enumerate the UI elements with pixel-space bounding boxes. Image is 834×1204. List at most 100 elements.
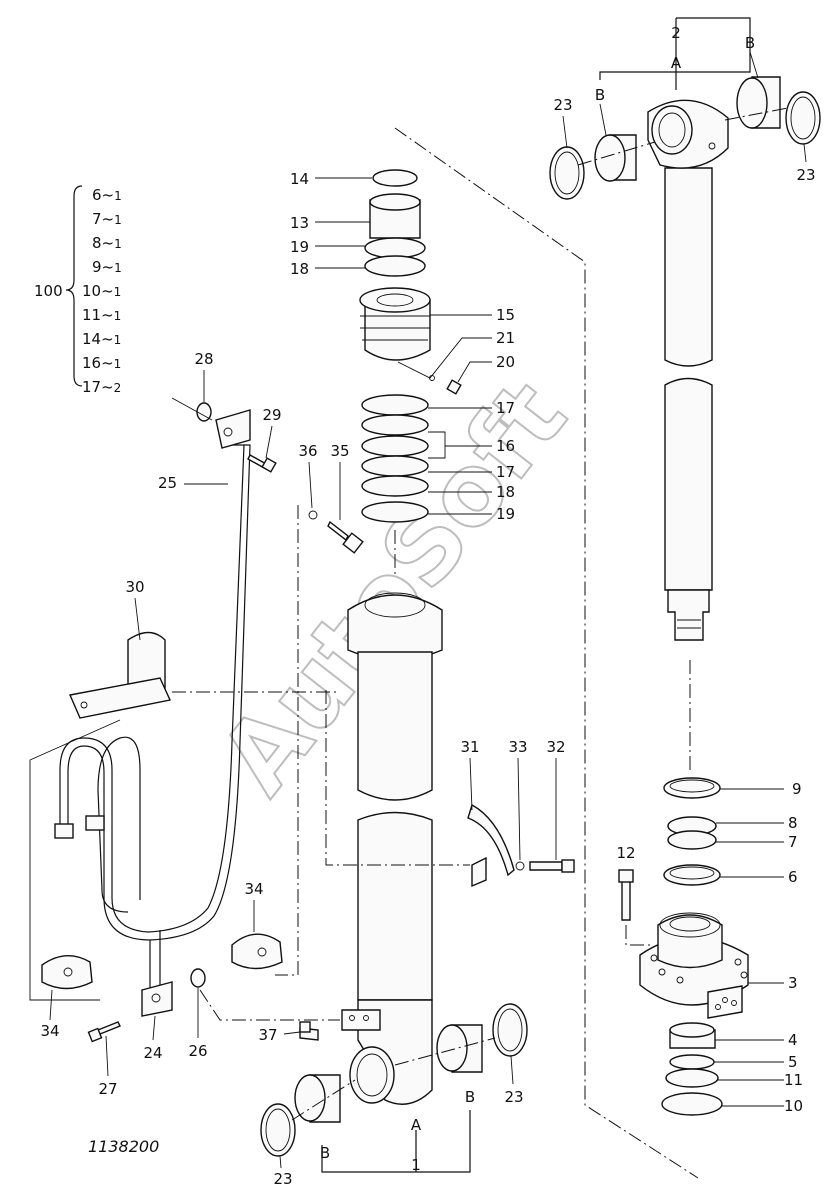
kit-item-part: 17 [82,378,101,396]
callout-3: 3 [788,974,798,992]
cylinder-tube [341,592,443,1105]
callout-23-top-right: 23 [796,166,815,184]
callout-29: 29 [262,406,281,424]
callout-26: 26 [188,1042,207,1060]
rod-cover [639,912,749,1019]
piston-parts [359,169,462,523]
kit-item-qty: 1 [114,333,122,347]
callout-9: 9 [792,780,802,798]
kit-item-part: 14 [82,330,101,348]
callout-6: 6 [788,868,798,886]
bolt-35 [308,510,364,554]
rod-bushings [549,76,821,200]
callout-B-top-right: B [745,34,755,52]
callout-34-left: 34 [40,1022,59,1040]
callout-1: 1 [411,1156,421,1174]
callout-17-lower: 17 [496,463,515,481]
kit-item-part: 6 [92,186,102,204]
kit-item-part: 16 [82,354,101,372]
callout-27: 27 [98,1080,117,1098]
callout-16: 16 [496,437,515,455]
callout-19-lower: 19 [496,505,515,523]
callout-13: 13 [290,214,309,232]
callout-11: 11 [784,1071,803,1089]
assembly-outline [394,127,699,1179]
callout-5: 5 [788,1053,798,1071]
o-ring-26 [190,968,206,988]
callout-12: 12 [616,844,635,862]
callout-7: 7 [788,833,798,851]
kit-items: 6~1 7~1 8~1 9~1 10~1 11~1 14~1 16~1 17~2 [82,186,122,396]
kit-item-qty: 2 [114,381,122,395]
callout-A-top: A [671,54,682,72]
kit-item-part: 11 [82,306,101,324]
callout-36: 36 [298,442,317,460]
tube-bushings [260,1003,528,1157]
callout-15: 15 [496,306,515,324]
kit-item-qty: 1 [114,309,122,323]
kit-item-qty: 1 [114,261,122,275]
svg-text:8~1: 8~1 [92,234,122,252]
svg-text:17~2: 17~2 [82,378,121,396]
kit-item-qty: 1 [114,357,122,371]
callout-14: 14 [290,170,309,188]
callout-2: 2 [671,24,681,42]
callout-31: 31 [460,738,479,756]
callout-30: 30 [125,578,144,596]
callout-28: 28 [194,350,213,368]
kit-item-part: 10 [82,282,101,300]
callout-23-bottom-right: 23 [504,1088,523,1106]
svg-text:9~1: 9~1 [92,258,122,276]
callout-19-upper: 19 [290,238,309,256]
callout-10: 10 [784,1097,803,1115]
svg-text:6~1: 6~1 [92,186,122,204]
drawing-number: 1138200 [88,1137,159,1156]
callout-34-right: 34 [244,880,263,898]
bolt-29 [247,454,277,473]
kit-assembly-id: 100 [34,282,63,300]
callout-18-upper: 18 [290,260,309,278]
callout-37: 37 [258,1026,277,1044]
kit-item-part: 8 [92,234,102,252]
svg-text:14~1: 14~1 [82,330,121,348]
kit-item-qty: 1 [114,285,122,299]
callout-8: 8 [788,814,798,832]
clamp-34-left [41,955,93,990]
callout-25: 25 [158,474,177,492]
kit-item-qty: 1 [114,213,122,227]
kit-item-qty: 1 [114,237,122,251]
bolt-12 [618,869,634,921]
hydraulic-pipe [54,409,251,1017]
fitting-37 [299,1021,319,1041]
callout-B-bottom-left: B [320,1144,330,1162]
callout-20: 20 [496,353,515,371]
callout-32: 32 [546,738,565,756]
svg-text:7~1: 7~1 [92,210,122,228]
callout-A-bottom: A [411,1116,422,1134]
svg-text:10~1: 10~1 [82,282,121,300]
callout-B-top-left: B [595,86,605,104]
repair-kit-list: 100 6~1 7~1 8~1 9~1 10~1 11~1 14~1 16~1 … [34,185,122,396]
callout-23-top-left: 23 [553,96,572,114]
callout-24: 24 [143,1044,162,1062]
callout-B-bottom-right: B [465,1088,475,1106]
kit-item-qty: 1 [114,189,122,203]
piston-rod [647,99,729,641]
callout-23-bottom-left: 23 [273,1170,292,1188]
clamp-31 [467,803,575,888]
kit-item-part: 9 [92,258,102,276]
svg-text:11~1: 11~1 [82,306,121,324]
callout-18-lower: 18 [496,483,515,501]
kit-item-part: 7 [92,210,102,228]
gland-seals [661,1022,723,1116]
callout-21: 21 [496,329,515,347]
callout-17-upper: 17 [496,399,515,417]
clamp-34-right [231,933,283,970]
rod-seals [663,777,721,886]
callout-33: 33 [508,738,527,756]
svg-text:16~1: 16~1 [82,354,121,372]
clamp-30 [69,631,172,719]
callout-4: 4 [788,1031,798,1049]
